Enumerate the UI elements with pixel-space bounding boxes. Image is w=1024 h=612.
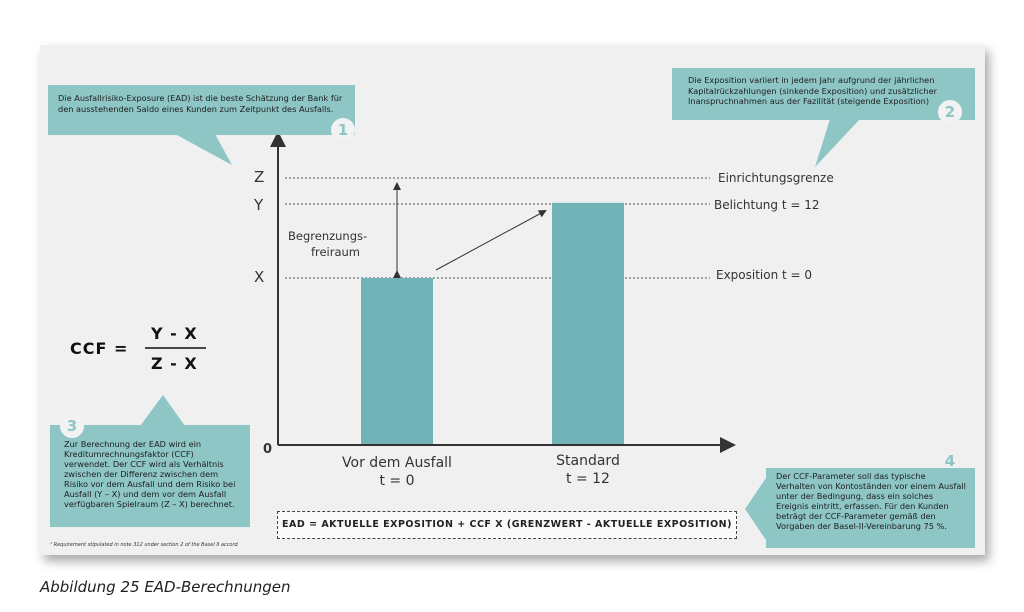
callout-2-number: 2	[938, 100, 962, 124]
callout-1-number: 1	[331, 118, 355, 142]
footnote: ¹ Requirement stipulated in note 312 und…	[50, 542, 238, 548]
growth-arrow	[435, 210, 547, 271]
bar-before-default	[361, 278, 433, 445]
category-before-default: Vor dem Ausfall t = 0	[322, 454, 472, 490]
callout-3-number: 3	[60, 414, 84, 438]
callout-2: Die Exposition variiert in jedem Jahr au…	[672, 68, 975, 120]
callout-1: Die Ausfallrisiko-Exposure (EAD) ist die…	[48, 85, 355, 135]
callout-3: Zur Berechnung der EAD wird ein Kreditum…	[50, 425, 250, 527]
category-time: t = 0	[379, 473, 415, 489]
callout-2-text: Die Exposition variiert in jedem Jahr au…	[688, 75, 937, 106]
label-exposition: Exposition t = 0	[716, 268, 813, 282]
figure-caption: Abbildung 25 EAD-Berechnungen	[40, 578, 291, 596]
headroom-label: Begrenzungs- freiraum	[288, 228, 368, 260]
category-name: Standard	[556, 453, 620, 469]
category-time: t = 12	[566, 471, 610, 487]
label-einrichtungsgrenze: Einrichtungsgrenze	[718, 171, 834, 185]
axis-label-x: X	[254, 268, 265, 286]
callout-4: Der CCF-Parameter soll das typische Verh…	[766, 468, 975, 548]
category-default: Standard t = 12	[513, 452, 663, 488]
formula-numerator: Y - X	[151, 324, 198, 343]
callout-2-tail	[815, 119, 860, 167]
axis-label-y: Y	[254, 196, 264, 214]
callout-4-number: 4	[944, 452, 956, 470]
label-belichtung: Belichtung t = 12	[714, 198, 820, 212]
callout-3-tail	[140, 395, 185, 426]
bar-default	[552, 202, 624, 445]
headroom-label-line-1: Begrenzungs-	[288, 229, 368, 243]
formula-denominator: Z - X	[151, 354, 198, 373]
callout-4-text: Der CCF-Parameter soll das typische Verh…	[776, 471, 966, 531]
ead-formula: EAD = AKTUELLE EXPOSITION + CCF X (GRENZ…	[277, 511, 737, 539]
category-name: Vor dem Ausfall	[342, 455, 452, 471]
formula-lhs: CCF =	[70, 339, 129, 358]
axis-label-z: Z	[254, 168, 265, 186]
headroom-label-line-2: freiraum	[310, 245, 360, 259]
callout-4-tail	[745, 478, 766, 540]
callout-1-tail	[175, 134, 232, 165]
callout-3-text: Zur Berechnung der EAD wird ein Kreditum…	[64, 439, 236, 509]
callout-1-text: Die Ausfallrisiko-Exposure (EAD) ist die…	[58, 93, 343, 114]
axis-label-zero: 0	[263, 442, 273, 457]
